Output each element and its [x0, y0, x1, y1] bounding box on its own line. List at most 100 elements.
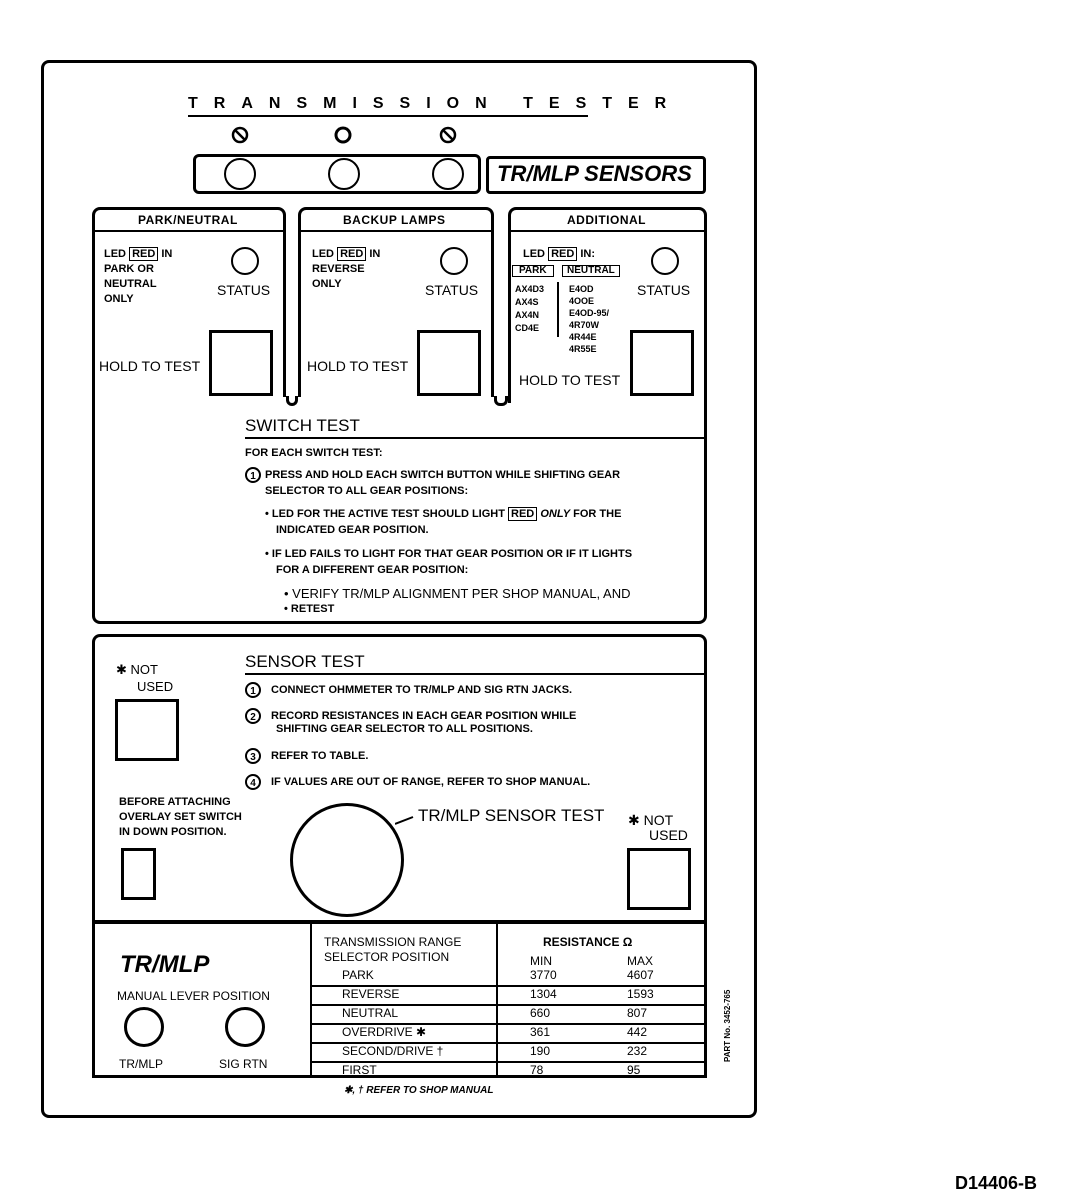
- neutral-model: 4OOE: [569, 296, 595, 306]
- sensor-led-2: [328, 158, 360, 190]
- not-used-left-button[interactable]: [115, 699, 179, 761]
- not-used-left-2: USED: [137, 679, 174, 694]
- table-header-max: MAX: [627, 954, 654, 968]
- table-row-divider: [312, 1004, 705, 1006]
- table-header-position-1: TRANSMISSION RANGE: [324, 935, 462, 949]
- table-cell-min: 3770: [530, 968, 557, 982]
- table-header-min: MIN: [530, 954, 552, 968]
- dot-indicator-icon: [334, 126, 352, 144]
- not-used-right-2: USED: [649, 827, 688, 843]
- park-model: AX4D3: [515, 284, 545, 294]
- before-attaching-1: BEFORE ATTACHING: [119, 796, 231, 808]
- park-model: AX4N: [515, 310, 540, 320]
- backup-status-led: [440, 247, 468, 275]
- additional-test-button[interactable]: [630, 330, 694, 396]
- table-cell-max: 232: [627, 1044, 648, 1058]
- park-neutral-led-line: LED RED IN: [104, 247, 173, 261]
- neutral-model: E4OD-95/: [569, 308, 610, 318]
- dial-label: TR/MLP SENSOR TEST: [418, 806, 605, 825]
- park-model: CD4E: [515, 323, 540, 333]
- switch-test-intro: FOR EACH SWITCH TEST:: [245, 447, 383, 459]
- table-row-divider: [312, 1042, 705, 1044]
- before-attaching-2: OVERLAY SET SWITCH: [119, 811, 242, 823]
- table-cell-max: 807: [627, 1006, 648, 1020]
- backup-line: REVERSE: [312, 263, 365, 275]
- switch-test-title: SWITCH TEST: [245, 416, 360, 435]
- park-neutral-test-button[interactable]: [209, 330, 273, 396]
- park-neutral-header: PARK/NEUTRAL: [138, 213, 238, 227]
- neutral-model: 4R70W: [569, 320, 600, 330]
- table-cell-max: 4607: [627, 968, 654, 982]
- not-used-right-1: ✱ NOT: [628, 812, 674, 828]
- table-cell-pos: SECOND/DRIVE †: [342, 1044, 444, 1058]
- before-attaching-3: IN DOWN POSITION.: [119, 826, 227, 838]
- backup-lamps-section: [298, 207, 494, 397]
- additional-header: ADDITIONAL: [567, 213, 646, 227]
- park-neutral-line: PARK OR: [104, 263, 154, 275]
- additional-section: [508, 207, 707, 403]
- sensor-led-3: [432, 158, 464, 190]
- park-neutral-line: NEUTRAL: [104, 278, 157, 290]
- sensors-label: TR/MLP SENSORS: [497, 161, 692, 186]
- neutral-model: 4R55E: [569, 344, 597, 354]
- park-model: AX4S: [515, 297, 539, 307]
- table-cell-min: 361: [530, 1025, 551, 1039]
- trmlp-jack[interactable]: [124, 1007, 164, 1047]
- backup-led-line: LED RED IN: [312, 247, 381, 261]
- table-cell-min: 1304: [530, 987, 557, 1001]
- park-neutral-status-led: [231, 247, 259, 275]
- tester-overlay-panel: [41, 60, 757, 1118]
- table-row-divider: [312, 985, 705, 987]
- switch-step-1-cont: SELECTOR TO ALL GEAR POSITIONS:: [265, 485, 469, 497]
- park-neutral-section: [92, 207, 286, 397]
- not-used-left-1: ✱ NOT: [116, 662, 158, 677]
- no-symbol-icon: [439, 126, 457, 144]
- switch-bullet-1: • LED FOR THE ACTIVE TEST SHOULD LIGHT R…: [265, 507, 622, 521]
- figure-id: D14406-B: [955, 1173, 1038, 1193]
- additional-neutral-label: NEUTRAL: [562, 265, 620, 277]
- sensor-test-dial[interactable]: [290, 803, 404, 917]
- trmlp-jack-label: TR/MLP: [119, 1057, 164, 1071]
- park-neutral-line: ONLY: [104, 293, 134, 305]
- table-cell-pos: REVERSE: [342, 987, 400, 1001]
- sensor-led-1: [224, 158, 256, 190]
- backup-test-button[interactable]: [417, 330, 481, 396]
- step-number: 1: [245, 467, 261, 483]
- table-cell-min: 78: [530, 1063, 544, 1077]
- table-row-divider: [312, 1061, 705, 1063]
- table-cell-max: 1593: [627, 987, 654, 1001]
- switch-bullet-2: • IF LED FAILS TO LIGHT FOR THAT GEAR PO…: [265, 548, 633, 560]
- bottom-section: [92, 920, 707, 1078]
- additional-status-label: STATUS: [637, 282, 691, 298]
- table-cell-min: 660: [530, 1006, 551, 1020]
- sensor-step-2-cont: SHIFTING GEAR SELECTOR TO ALL POSITIONS.: [276, 723, 533, 735]
- park-neutral-status-label: STATUS: [217, 282, 271, 298]
- backup-lamps-header: BACKUP LAMPS: [343, 213, 446, 227]
- table-row-divider: [312, 1023, 705, 1025]
- overlay-set-switch[interactable]: [121, 848, 156, 900]
- no-symbol-icon: [231, 126, 249, 144]
- park-neutral-hold-label: HOLD TO TEST: [99, 358, 201, 374]
- sensors-label-box: [486, 156, 706, 194]
- table-header-position-2: SELECTOR POSITION: [324, 950, 450, 964]
- sensor-led-strip: [193, 154, 481, 194]
- trmlp-title: TR/MLP: [120, 951, 210, 978]
- additional-status-led: [651, 247, 679, 275]
- switch-test-section: [92, 396, 707, 624]
- switch-bullet-3: • VERIFY TR/MLP ALIGNMENT PER SHOP MANUA…: [284, 586, 631, 601]
- table-cell-pos: OVERDRIVE ✱: [342, 1025, 427, 1039]
- table-cell-pos: NEUTRAL: [342, 1006, 399, 1020]
- table-cell-pos: PARK: [342, 968, 374, 982]
- table-footnote: ✱, † REFER TO SHOP MANUAL: [344, 1085, 494, 1096]
- sensor-test-title: SENSOR TEST: [245, 652, 365, 671]
- sig-rtn-jack[interactable]: [225, 1007, 265, 1047]
- table-cell-pos: FIRST: [342, 1063, 377, 1077]
- backup-line: ONLY: [312, 278, 342, 290]
- additional-park-label: PARK: [512, 265, 554, 277]
- not-used-right-button[interactable]: [627, 848, 691, 910]
- neutral-model: 4R44E: [569, 332, 597, 342]
